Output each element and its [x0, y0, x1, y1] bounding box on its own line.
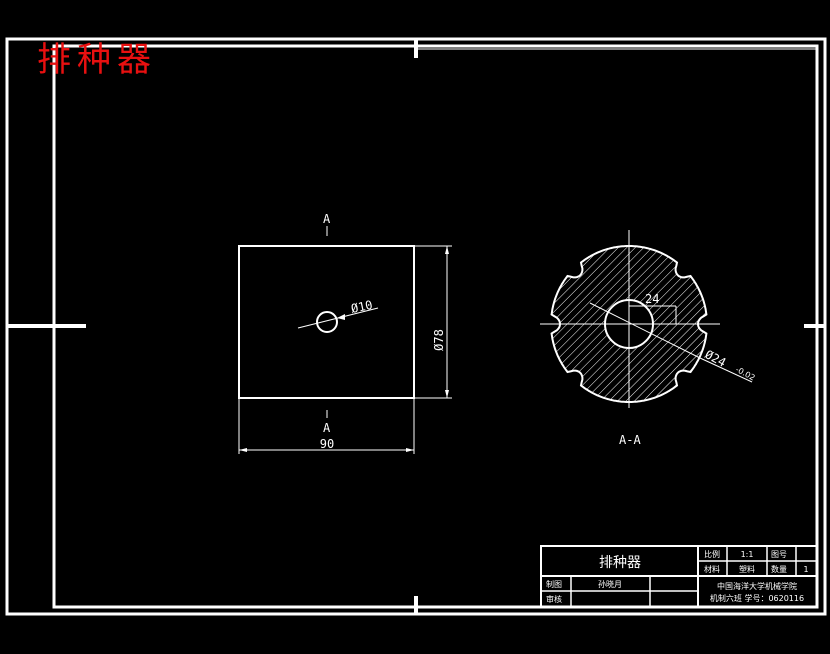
scale-value: 1:1 — [741, 550, 754, 559]
quantity-label: 数量 — [771, 564, 787, 574]
drawing-no-label: 图号 — [771, 550, 787, 559]
section-view-title: A-A — [619, 433, 641, 447]
outer-dimension-tolerance: -0.02 — [734, 365, 757, 383]
width-arrow-left — [239, 448, 247, 452]
height-arrow-top — [445, 246, 449, 254]
outer-dim-leader-tail — [699, 357, 753, 383]
checked-label: 审核 — [546, 594, 562, 604]
center-hole — [316, 311, 338, 333]
height-arrow-bottom — [445, 390, 449, 398]
inner-frame — [52, 44, 819, 609]
width-dimension: 90 — [320, 437, 334, 451]
material-label: 材料 — [704, 564, 720, 574]
front-view: Ø10 A A Ø78 90 — [238, 212, 452, 454]
quantity-value: 1 — [803, 565, 808, 574]
school-name: 中国海洋大学机械学院 — [717, 581, 797, 591]
material-value: 塑料 — [739, 564, 755, 574]
class-info: 机制六班 学号：0620116 — [710, 593, 804, 603]
height-dimension: Ø78 — [432, 329, 446, 351]
section-view: 24 Ø24 -0.02 A-A — [540, 230, 757, 447]
hole-dimension: Ø10 — [350, 298, 374, 316]
watermark-title: 排种器 — [37, 40, 157, 80]
width-arrow-right — [406, 448, 414, 452]
section-label-bottom: A — [323, 421, 331, 435]
section-label-top: A — [323, 212, 331, 226]
title-block-title: 排种器 — [599, 555, 641, 571]
drawn-label: 制图 — [546, 579, 562, 589]
drawn-value: 孙晓月 — [598, 579, 622, 589]
outer-border — [5, 37, 827, 616]
front-view-outline — [238, 245, 415, 399]
title-block: 排种器 比例 1:1 图号 材料 塑料 数量 1 制图 孙晓月 审核 中国海洋大… — [540, 545, 818, 608]
outer-dim-leader — [589, 302, 701, 359]
scale-label: 比例 — [704, 549, 720, 559]
hole-leader-arrow — [337, 314, 345, 320]
inner-dimension: 24 — [645, 292, 659, 306]
outer-dimension: Ø24 — [703, 347, 729, 370]
